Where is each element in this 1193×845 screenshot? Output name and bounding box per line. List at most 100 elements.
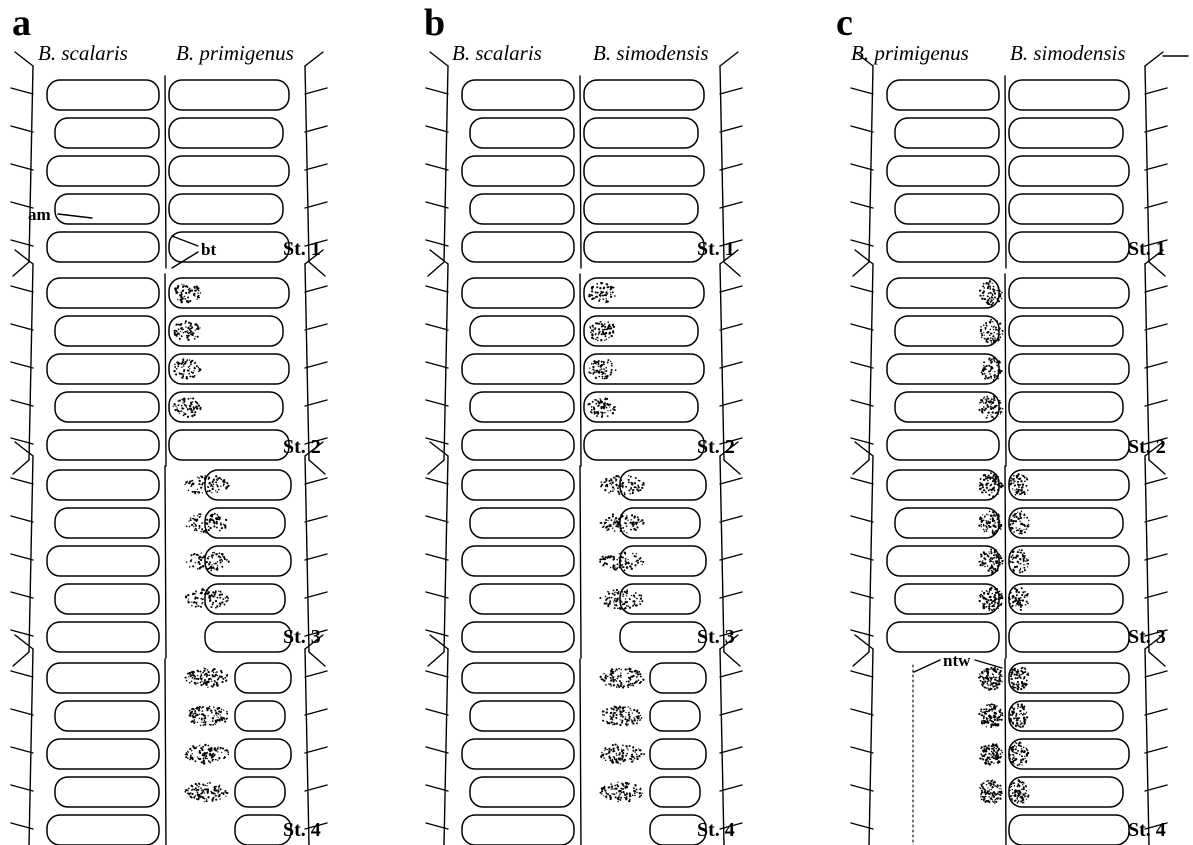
- panel-c-stage-3-right-vessel-1: [1009, 508, 1123, 538]
- panel-c-stage-3-right-periphery-end-bottom: [1149, 652, 1165, 666]
- panel-b-stage-4-left-periphery-branch-1: [426, 709, 448, 715]
- panel-a-stage-2-right-periphery-branch-0: [305, 286, 327, 292]
- panel-c-stage-1-left-vessel-0: [887, 80, 999, 110]
- panel-c-stage-1-left-periphery-branch-0: [851, 88, 873, 94]
- panel-a-stage-3-left-periphery-branch-1: [11, 516, 33, 522]
- panel-a-stage-4-left-vessel-4: [47, 815, 159, 845]
- panel-b-stage-2-left-periphery-branch-2: [426, 362, 448, 368]
- panel-b-stage-2-right-periphery-branch-1: [720, 324, 742, 330]
- panel-a-stage-2-stipple-1: [173, 320, 200, 341]
- network-arrow-right: [975, 660, 1002, 668]
- panel-b-stage-3-right-vessel-4: [620, 622, 706, 652]
- panel-c-stage-4-right-vessel-1: [1009, 701, 1123, 731]
- panel-b-stage-3-stipple-1: [600, 513, 645, 533]
- panel-c-stage-4-right-vessel-4: [1009, 815, 1129, 845]
- panel-b-stage-4-right-vessel-0: [650, 663, 706, 693]
- panel-b-left-species: B. scalaris: [452, 43, 542, 64]
- panel-c-stage-4-left-periphery-branch-2: [851, 747, 873, 753]
- panel-c-stage-1-right-periphery-branch-1: [1145, 126, 1167, 132]
- panel-c-stage-2-right-periphery-branch-0: [1145, 286, 1167, 292]
- panel-b-stage-4-stipple-0: [600, 668, 645, 689]
- panel-c-stage-1-boundary-line: [1005, 76, 1006, 268]
- panel-c-stage-3-right-periphery-branch-0: [1145, 478, 1167, 484]
- panel-b-stage-1-right-periphery-end-bottom: [724, 262, 740, 276]
- panel-a-stage-4-right-vessel-2: [235, 739, 291, 769]
- panel-b-stage-1-right-vessel-3: [584, 194, 698, 224]
- panel-c-stage-4-stipple-right-3: [1010, 779, 1030, 803]
- panel-a-stage-4-stipple-0: [185, 667, 228, 687]
- panel-c-stage-2-left-vessel-2: [887, 354, 999, 384]
- panel-c-stage-4-right-vessel-0: [1009, 663, 1129, 693]
- panel-b-stage-2-right-periphery-trunk: [720, 264, 724, 460]
- panel-a-stage-3-left-vessel-2: [47, 546, 159, 576]
- panel-b-stage-4-left-vessel-2: [462, 739, 574, 769]
- panel-c-stage-1-left-periphery-end-bottom: [853, 262, 869, 276]
- panel-a-stage-4-left-periphery-branch-2: [11, 747, 33, 753]
- panel-a-stage-2-stipple-3: [173, 397, 202, 418]
- panel-c-stage-2-left-vessel-1: [895, 316, 999, 346]
- panel-c-stage-2-left-periphery-branch-2: [851, 362, 873, 368]
- panel-c-stage-2-right-periphery-trunk: [1145, 264, 1149, 460]
- panel-a-stage-2-left-periphery-branch-0: [11, 286, 33, 292]
- panel-c-stage-3-left-periphery-branch-0: [851, 478, 873, 484]
- panel-c-stage-3-stipple-right-0: [1009, 473, 1029, 495]
- panel-a-stage-3-left-vessel-1: [55, 508, 159, 538]
- panel-c-stage-4-stipple-left-0: [978, 667, 1003, 691]
- panel-b-stage-2-right-periphery-branch-2: [720, 362, 742, 368]
- panel-c-stage-1-right-vessel-1: [1009, 118, 1123, 148]
- panel-c-stage-3-stipple-left-3: [979, 587, 1004, 611]
- panel-b-stage-4-right-periphery-branch-0: [720, 671, 742, 677]
- panel-b-stage-1-right-vessel-2: [584, 156, 704, 186]
- panel-a-stage-3-left-vessel-0: [47, 470, 159, 500]
- panel-c-stage-3: St. 3: [1128, 627, 1166, 647]
- panel-b-stage-2-right-vessel-4: [584, 430, 704, 460]
- panel-b-stage-3-right-vessel-2: [620, 546, 706, 576]
- panel-c-stage-2-boundary-line: [1005, 274, 1006, 466]
- panel-a-letter: a: [12, 4, 31, 42]
- panel-b-stage-3-left-periphery-branch-2: [426, 554, 448, 560]
- panel-c-stage-3-boundary-line: [1005, 466, 1006, 658]
- panel-c-stage-3-right-vessel-0: [1009, 470, 1129, 500]
- panel-a-stage-1-right-periphery-branch-2: [305, 164, 327, 170]
- panel-c-stage-1-right-vessel-2: [1009, 156, 1129, 186]
- panel-b-stage-2-left-periphery-branch-1: [426, 324, 448, 330]
- panel-a-stage-1-boundary-line: [165, 76, 166, 268]
- panel-b-stage-4-left-periphery-trunk: [444, 649, 448, 845]
- panel-b-stage-3-right-periphery-branch-1: [720, 516, 742, 522]
- panel-a-stage-2-left-vessel-3: [55, 392, 159, 422]
- panel-a-stage-3-left-periphery-branch-2: [11, 554, 33, 560]
- ampulla-label: am: [28, 206, 51, 223]
- panel-c-stage-1-left-vessel-2: [887, 156, 999, 186]
- panel-b-stage-1-right-vessel-4: [584, 232, 704, 262]
- panel-c-stage-1-right-periphery-branch-0: [1145, 88, 1167, 94]
- panel-a-stage-4-left-periphery-trunk: [29, 649, 33, 845]
- panel-a-stage-3-left-periphery-branch-0: [11, 478, 33, 484]
- panel-c-stage-2: St. 2: [1128, 437, 1166, 457]
- panel-a-stage-4-right-periphery-branch-2: [305, 747, 327, 753]
- panel-c-stage-2-right-periphery-branch-2: [1145, 362, 1167, 368]
- panel-a-stage-3-left-vessel-3: [55, 584, 159, 614]
- panel-b-stage-4-left-periphery-branch-2: [426, 747, 448, 753]
- panel-b-stage-4: St. 4: [697, 820, 735, 840]
- panel-b-right-species: B. simodensis: [593, 43, 709, 64]
- panel-b-stage-1-boundary-line: [580, 76, 581, 268]
- boundary-arrow-1: [172, 236, 198, 246]
- panel-c-stage-1-right-vessel-4: [1009, 232, 1129, 262]
- panel-b-stage-4-stipple-2: [600, 744, 645, 765]
- panel-c-stage-3-left-vessel-4: [887, 622, 999, 652]
- panel-c-stage-2-right-periphery-end-bottom: [1149, 460, 1165, 474]
- panel-a-stage-2-left-periphery-trunk: [29, 264, 33, 460]
- panel-b-stage-1-right-periphery-trunk: [720, 66, 724, 262]
- panel-a-stage-2-left-vessel-4: [47, 430, 159, 460]
- panel-a-stage-1-right-vessel-4: [169, 232, 289, 262]
- panel-b-stage-1-left-vessel-3: [470, 194, 574, 224]
- panel-c-stage-2-left-periphery-trunk: [869, 264, 873, 460]
- panel-b-stage-2-stipple-3: [587, 397, 616, 418]
- panel-c-stage-3-stipple-left-0: [979, 472, 1004, 497]
- panel-a-stage-4-stipple-2: [185, 744, 229, 765]
- panel-b-stage-1: St. 1: [697, 239, 735, 259]
- panel-b-stage-4-right-periphery-trunk: [720, 649, 724, 845]
- panel-a-stage-3-left-vessel-4: [47, 622, 159, 652]
- panel-b-stage-4-left-vessel-3: [470, 777, 574, 807]
